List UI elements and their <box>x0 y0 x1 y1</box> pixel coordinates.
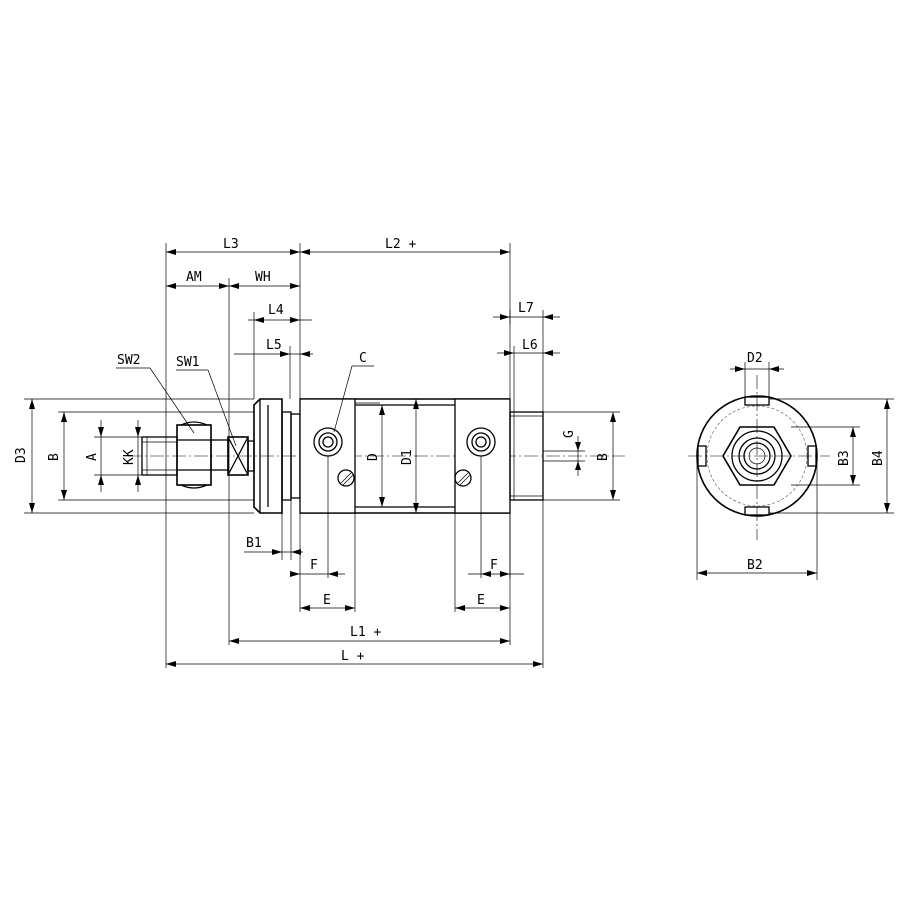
hex-nut-sw2 <box>176 421 222 489</box>
label-B1: B1 <box>246 536 262 551</box>
end-view-dimensions <box>696 362 894 580</box>
label-F-right: F <box>490 558 498 573</box>
label-B3: B3 <box>837 450 852 466</box>
label-L: L + <box>341 649 365 664</box>
label-B4: B4 <box>871 450 886 466</box>
label-F-left: F <box>310 558 318 573</box>
label-D3: D3 <box>14 447 29 463</box>
label-D2: D2 <box>747 351 763 366</box>
label-B2: B2 <box>747 558 763 573</box>
side-view: L3 L2 + AM WH L4 L5 L7 L6 SW2 SW1 C D3 B… <box>14 237 625 668</box>
adjusting-screw-rear <box>454 469 472 487</box>
adjusting-screw-front <box>337 469 355 487</box>
label-SW2: SW2 <box>117 353 140 368</box>
label-AM: AM <box>186 270 202 285</box>
label-L6: L6 <box>522 338 538 353</box>
label-D: D <box>366 453 381 461</box>
label-L4: L4 <box>268 303 284 318</box>
front-port-block <box>299 398 356 514</box>
label-B-left: B <box>47 453 62 461</box>
label-L1: L1 + <box>350 625 381 640</box>
dimension-lines-vertical <box>24 398 620 514</box>
label-WH: WH <box>255 270 271 285</box>
rod-flats-sw1 <box>210 436 255 476</box>
label-G: G <box>562 430 577 438</box>
label-E-right: E <box>477 593 485 608</box>
label-KK: KK <box>122 449 137 465</box>
end-view: D2 B3 B4 B2 <box>688 351 894 580</box>
label-L2: L2 + <box>385 237 416 252</box>
label-L5: L5 <box>266 338 282 353</box>
label-A: A <box>85 453 100 461</box>
label-E-left: E <box>323 593 331 608</box>
label-SW1: SW1 <box>176 355 199 370</box>
end-view-labels: D2 B3 B4 B2 <box>747 351 886 573</box>
rear-port-block <box>454 398 511 514</box>
label-B-right: B <box>596 453 611 461</box>
label-C: C <box>359 351 367 366</box>
label-L3: L3 <box>223 237 239 252</box>
end-view-hex-nut <box>722 426 792 486</box>
side-view-labels: L3 L2 + AM WH L4 L5 L7 L6 SW2 SW1 C D3 B… <box>14 237 611 664</box>
label-D1: D1 <box>400 449 415 465</box>
label-L7: L7 <box>518 301 534 316</box>
leader-lines <box>116 365 374 447</box>
dimension-lines-horizontal <box>165 243 560 668</box>
